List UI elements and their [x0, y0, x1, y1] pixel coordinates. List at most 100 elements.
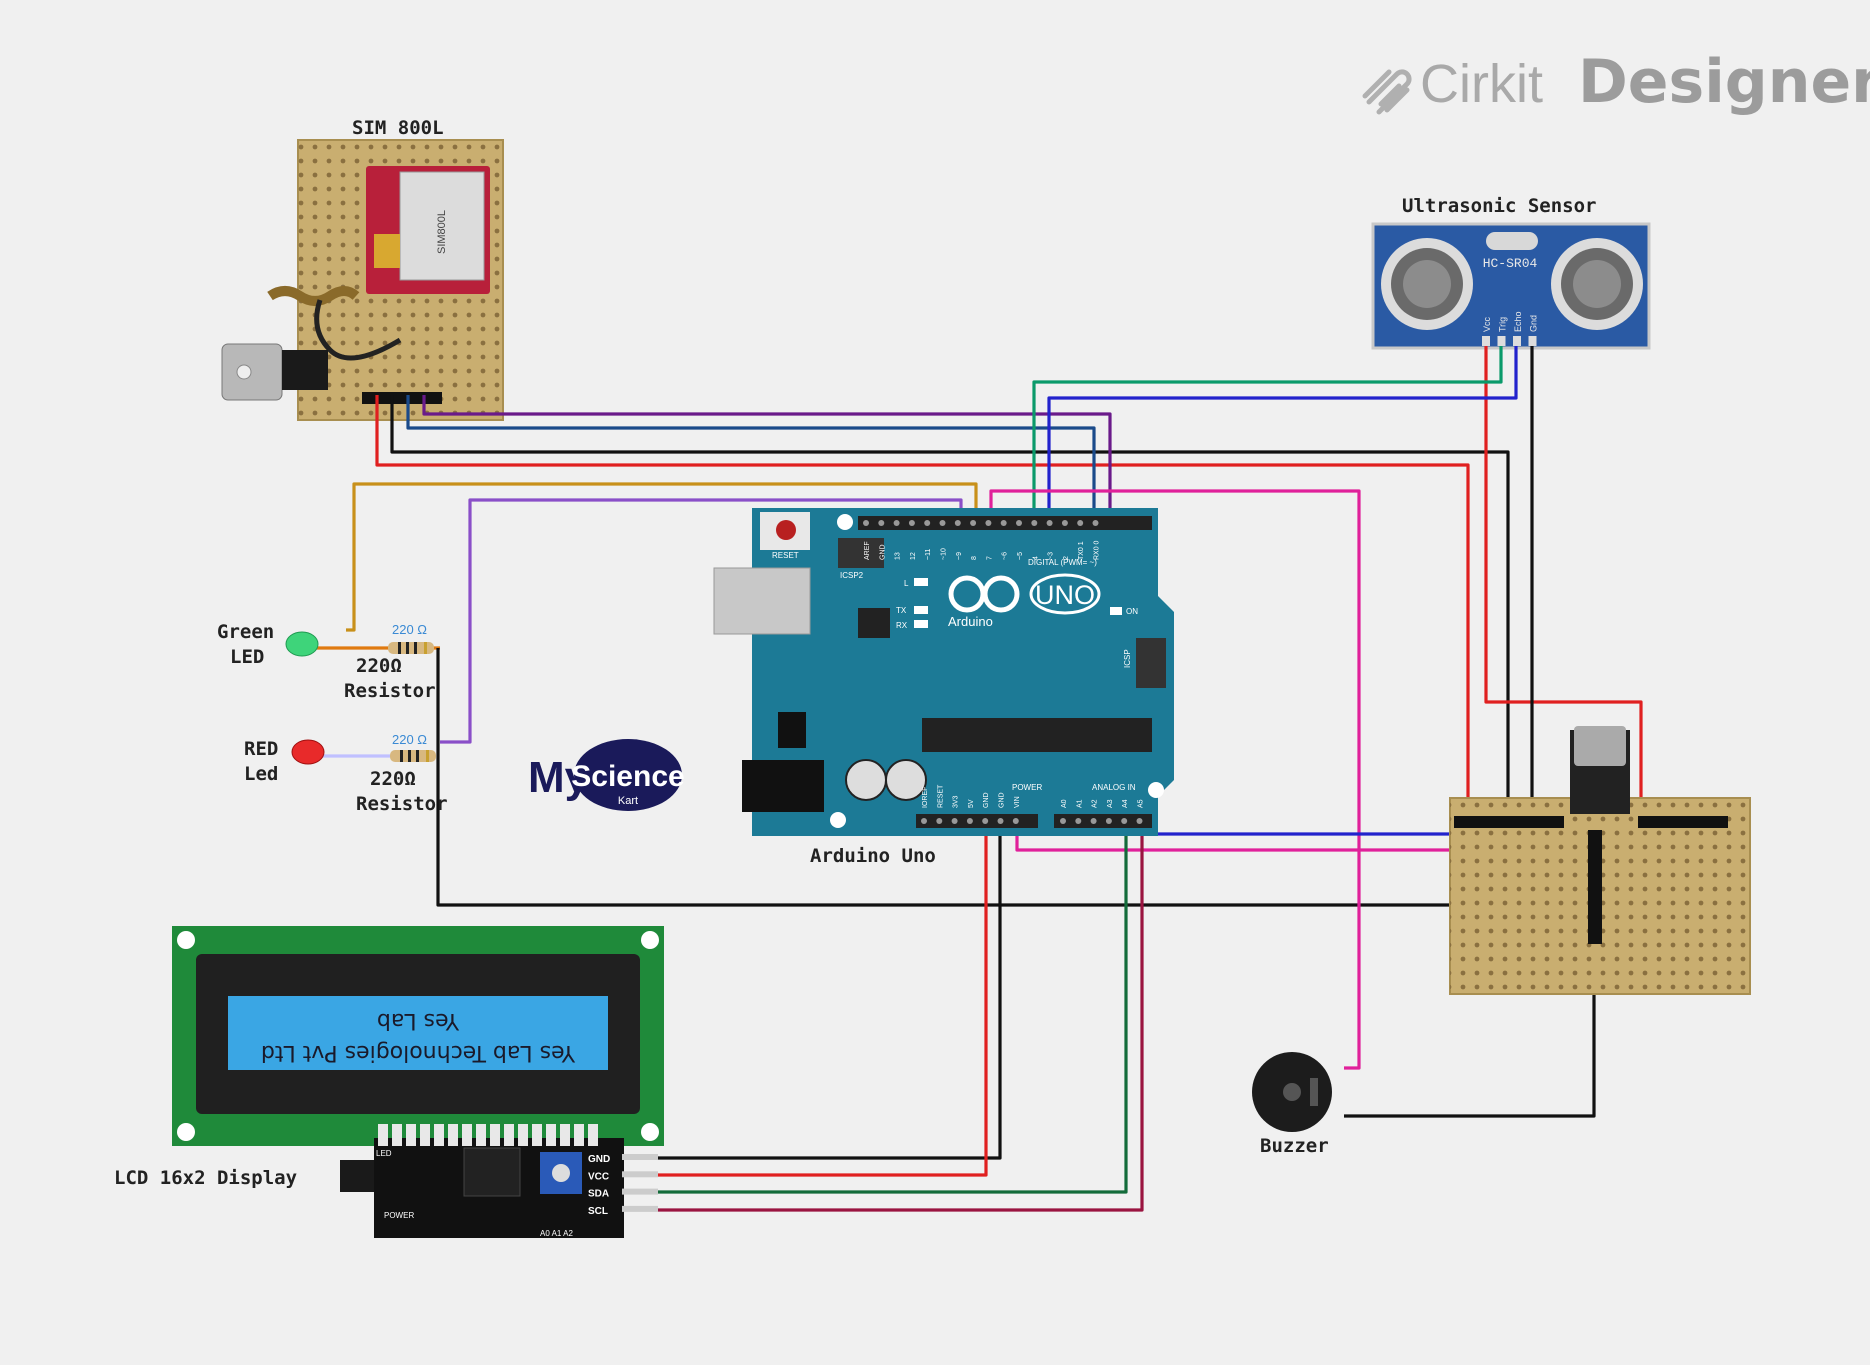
reset-button-cap[interactable] [776, 520, 796, 540]
analog-pin[interactable] [1090, 818, 1097, 824]
tx-led [914, 606, 928, 614]
icsp-header [1136, 638, 1166, 688]
digital-pin[interactable] [970, 520, 977, 526]
digital-pin[interactable] [924, 520, 931, 526]
digital-pin[interactable] [985, 520, 992, 526]
myscience-kart: Kart [618, 795, 638, 807]
power-pin[interactable] [997, 818, 1004, 824]
analog-pin-label: A4 [1122, 799, 1129, 808]
tx-label: TX [896, 606, 907, 615]
i2c-pin[interactable] [622, 1154, 658, 1160]
wire-red-led-violet [440, 498, 963, 744]
digital-pin-label: 7 [986, 556, 993, 560]
wire-us-trig-green [1032, 346, 1503, 522]
power-pin[interactable] [982, 818, 989, 824]
digital-pin-label: ~6 [1002, 552, 1009, 560]
power-pin-label: IOREF [922, 787, 929, 808]
wire-sim-tx-navy [406, 395, 1096, 522]
ultrasonic-pin[interactable] [1528, 336, 1537, 346]
arduino-chip-small [858, 608, 890, 638]
voltage-regulator-body [282, 350, 328, 390]
analog-pin[interactable] [1121, 818, 1128, 824]
digital-pin[interactable] [893, 520, 900, 526]
digital-pin[interactable] [1092, 520, 1099, 526]
sim800l-module[interactable]: SIM 800L SIM800L [221, 117, 504, 421]
myscience-kart-logo: My Science Kart [528, 739, 685, 811]
power-pin[interactable] [1012, 818, 1019, 824]
analog-pin[interactable] [1075, 818, 1082, 824]
arduino-board [752, 508, 1174, 836]
analog-pin[interactable] [1136, 818, 1143, 824]
lcd-header-pin [448, 1124, 458, 1146]
ultrasonic-pin[interactable] [1497, 336, 1506, 346]
digital-pin-label: ~5 [1017, 552, 1024, 560]
red-led-group[interactable]: RED Led 220 Ω 220Ω Resistor [244, 732, 448, 815]
wire-green-led-orange [346, 482, 978, 632]
digital-pin-label: TX0 1 [1078, 541, 1085, 560]
lcd-display[interactable]: Yes Lab Technologies Pvt Ltd Yes Lab LED… [114, 926, 664, 1238]
analog-pin[interactable] [1060, 818, 1066, 824]
power-pin[interactable] [936, 818, 943, 824]
digital-pin[interactable] [1016, 520, 1022, 526]
lcd-pin-header [378, 1124, 598, 1146]
wires [300, 346, 1643, 1212]
i2c-pin-label: VCC [588, 1171, 609, 1182]
brand-logo: Cirkit Designer [1362, 47, 1870, 117]
resistor-2[interactable] [390, 750, 436, 762]
ultrasonic-model-text: HC-SR04 [1483, 256, 1538, 271]
lcd-header-pin [504, 1124, 514, 1146]
digital-pin[interactable] [1077, 520, 1084, 526]
perfboard-vertical-header [1588, 830, 1602, 944]
l-label: L [904, 579, 909, 588]
lcd-label: LCD 16x2 Display [114, 1167, 297, 1189]
arduino-uno[interactable]: RESET ICSP2 ICSP UNO Arduino DIGITAL (PW… [713, 508, 1174, 867]
digital-pin[interactable] [1031, 520, 1038, 526]
lcd-screen [228, 996, 608, 1070]
brand-name-bold: Designer [1578, 47, 1870, 117]
capacitor-2 [885, 759, 927, 801]
ultrasonic-pin[interactable] [1482, 336, 1490, 346]
lcd-header-pin [588, 1124, 598, 1146]
digital-pin[interactable] [1046, 520, 1053, 526]
power-pin-label: 3V3 [953, 795, 960, 808]
digital-pin[interactable] [1061, 520, 1068, 526]
wire-lcd-sda-green [658, 820, 1128, 1194]
icsp-label: ICSP [1123, 649, 1132, 668]
regulator-perfboard[interactable] [1449, 726, 1751, 995]
i2c-pin[interactable] [622, 1171, 658, 1178]
green-led-group[interactable]: Green LED 220 Ω 220Ω Resistor [217, 621, 436, 702]
digital-pin[interactable] [1000, 520, 1007, 526]
digital-pin[interactable] [878, 520, 885, 526]
power-pin[interactable] [966, 818, 973, 824]
digital-pin[interactable] [863, 520, 869, 526]
ultrasonic-pin[interactable] [1513, 336, 1521, 346]
arduino-brand-text: Arduino [948, 614, 993, 629]
resistor-1-label-line1: 220Ω [356, 655, 402, 677]
usb-port [713, 567, 811, 635]
green-led[interactable] [285, 631, 319, 657]
digital-pin[interactable] [954, 520, 961, 526]
red-led[interactable] [291, 739, 325, 765]
sim800l-header [362, 392, 442, 404]
i2c-pin[interactable] [622, 1205, 658, 1212]
analog-pin-label: A1 [1076, 799, 1083, 808]
digital-pin[interactable] [939, 520, 946, 526]
sim800l-capacitor [374, 234, 400, 268]
buzzer[interactable]: Buzzer [1252, 1052, 1332, 1157]
wire-lcd-gnd-black [658, 820, 1002, 1160]
resistor-1[interactable] [388, 642, 434, 654]
power-pin[interactable] [951, 818, 958, 824]
capacitor-1 [845, 759, 887, 801]
i2c-pin[interactable] [622, 1188, 658, 1195]
resistor-2-value-tag: 220 Ω [392, 732, 427, 747]
lcd-led-text: LED [376, 1149, 392, 1158]
analog-pin[interactable] [1105, 818, 1112, 824]
wire-lcd-vcc-red [658, 820, 988, 1177]
power-pin[interactable] [921, 818, 927, 824]
analog-header [1054, 814, 1152, 828]
digital-pin[interactable] [908, 520, 915, 526]
wire-sim-rx-purple [422, 395, 1112, 522]
power-header [916, 814, 1038, 828]
